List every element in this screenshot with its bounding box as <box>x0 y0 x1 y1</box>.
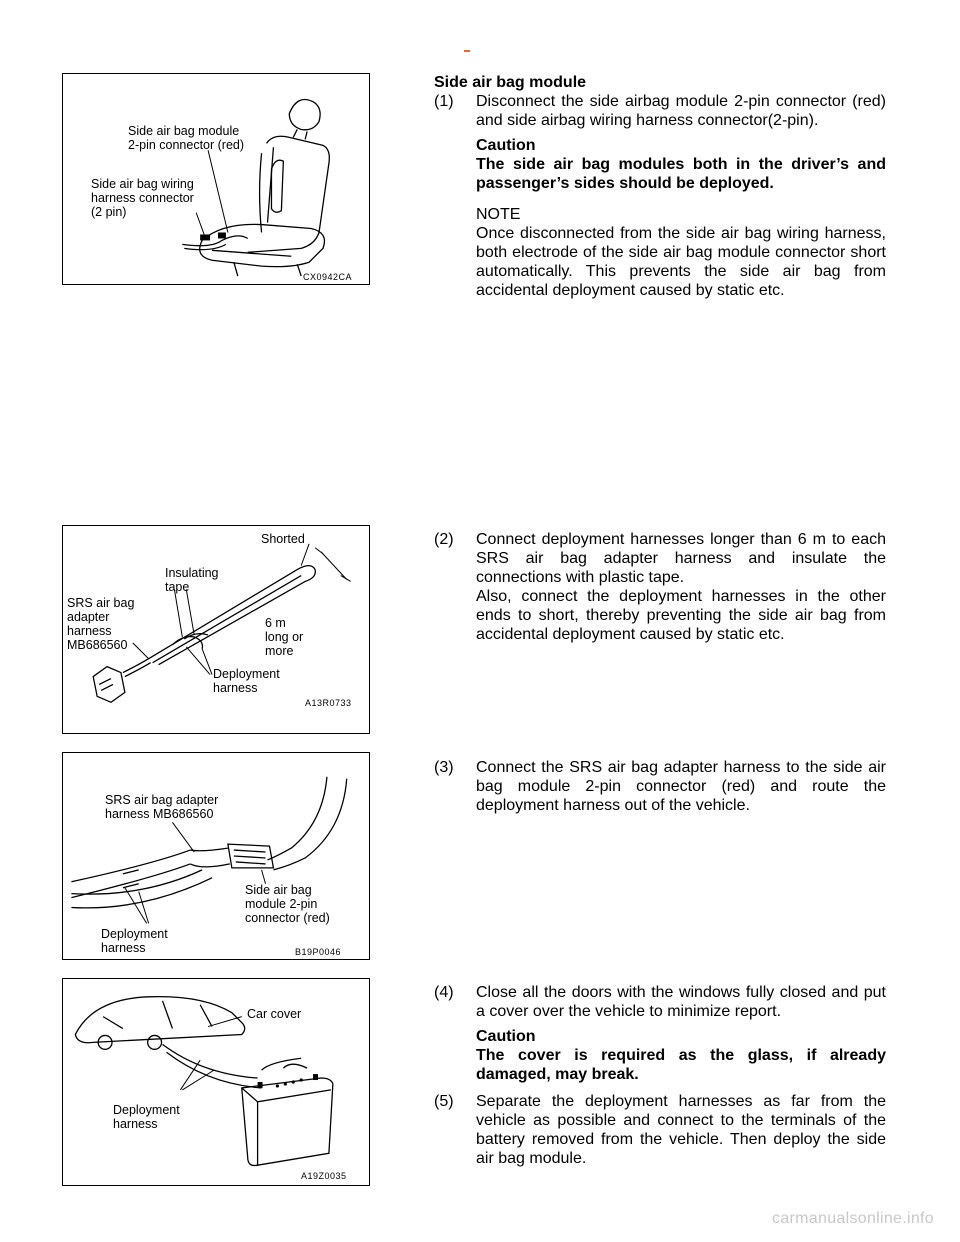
step-text: Disconnect the side airbag module 2-pin … <box>476 93 886 129</box>
note-text: Once disconnected from the side air bag … <box>476 225 886 299</box>
step-text: Connect deployment harnesses longer than… <box>476 531 886 586</box>
caution-block: Caution The side air bag modules both in… <box>434 136 886 300</box>
step-3: (3) Connect the SRS air bag adapter harn… <box>434 758 886 815</box>
label-adapter-harness: SRS air bag adapter harness MB686560 <box>105 793 219 821</box>
caution-text: The side air bag modules both in the dri… <box>476 156 886 192</box>
caution-text: The cover is required as the glass, if a… <box>476 1047 886 1083</box>
label-module-connector: Side air bag module 2-pin connector (red… <box>128 124 245 152</box>
label-deployment-harness: Deployment harness <box>101 927 168 955</box>
label-module-connector: Side air bag module 2-pin connector (red… <box>245 883 330 925</box>
section-heading: Side air bag module <box>434 74 587 91</box>
section-side-airbag-module: Side air bag module (1) Disconnect the s… <box>434 73 886 300</box>
page-marker <box>464 50 470 52</box>
step-text: Separate the deployment harnesses as far… <box>476 1093 886 1167</box>
label-adapter-harness: SRS air bag adapter harness MB686560 <box>67 596 135 652</box>
step-1: (1) Disconnect the side airbag module 2-… <box>434 92 886 130</box>
section-step-3: (3) Connect the SRS air bag adapter harn… <box>434 758 886 815</box>
step-text: Connect the SRS air bag adapter harness … <box>476 759 886 814</box>
figure-code: CX0942CA <box>303 272 353 282</box>
label-deployment-harness: Deployment harness <box>113 1103 180 1131</box>
figure-deployment-harness: Shorted Insulating tape SRS air bag adap… <box>62 525 370 734</box>
step-text: Close all the doors with the windows ful… <box>476 984 886 1020</box>
section-step-2: (2) Connect deployment harnesses longer … <box>434 530 886 644</box>
step-text-continued: Also, connect the deployment harnesses i… <box>476 588 886 643</box>
figure-code: A13R0733 <box>305 698 352 708</box>
section-step-4-5: (4) Close all the doors with the windows… <box>434 983 886 1168</box>
car-battery-illustration <box>74 995 334 1167</box>
step-number: (5) <box>434 1093 454 1110</box>
step-4: (4) Close all the doors with the windows… <box>434 983 886 1021</box>
figure-car-battery: Car cover Deployment harness A19Z0035 <box>62 978 370 1186</box>
step-number: (1) <box>434 93 454 110</box>
caution-label: Caution <box>476 1028 536 1045</box>
label-deployment-harness: Deployment harness <box>213 667 280 695</box>
caution-block: Caution The cover is required as the gla… <box>434 1027 886 1084</box>
label-six-meters: 6 m long or more <box>265 616 304 658</box>
label-shorted: Shorted <box>261 532 305 546</box>
label-wiring-connector: Side air bag wiring harness connector (2… <box>91 177 194 219</box>
figure-seat-connector: Side air bag module 2-pin connector (red… <box>62 73 370 285</box>
step-number: (4) <box>434 984 454 1001</box>
step-number: (3) <box>434 759 454 776</box>
step-2: (2) Connect deployment harnesses longer … <box>434 530 886 644</box>
watermark-footer: carmanualsonline.info <box>772 1210 934 1227</box>
harness-illustration <box>92 543 351 704</box>
figure-code: A19Z0035 <box>301 1171 347 1181</box>
figure-adapter-module: SRS air bag adapter harness MB686560 Sid… <box>62 752 370 960</box>
adapter-illustration <box>71 776 348 924</box>
label-insulating-tape: Insulating tape <box>165 566 219 594</box>
step-number: (2) <box>434 531 454 548</box>
label-car-cover: Car cover <box>247 1007 302 1021</box>
step-5: (5) Separate the deployment harnesses as… <box>434 1092 886 1168</box>
caution-label: Caution <box>476 137 536 154</box>
seat-illustration <box>182 98 330 277</box>
note-label: NOTE <box>476 206 521 223</box>
figure-code: B19P0046 <box>295 947 342 957</box>
